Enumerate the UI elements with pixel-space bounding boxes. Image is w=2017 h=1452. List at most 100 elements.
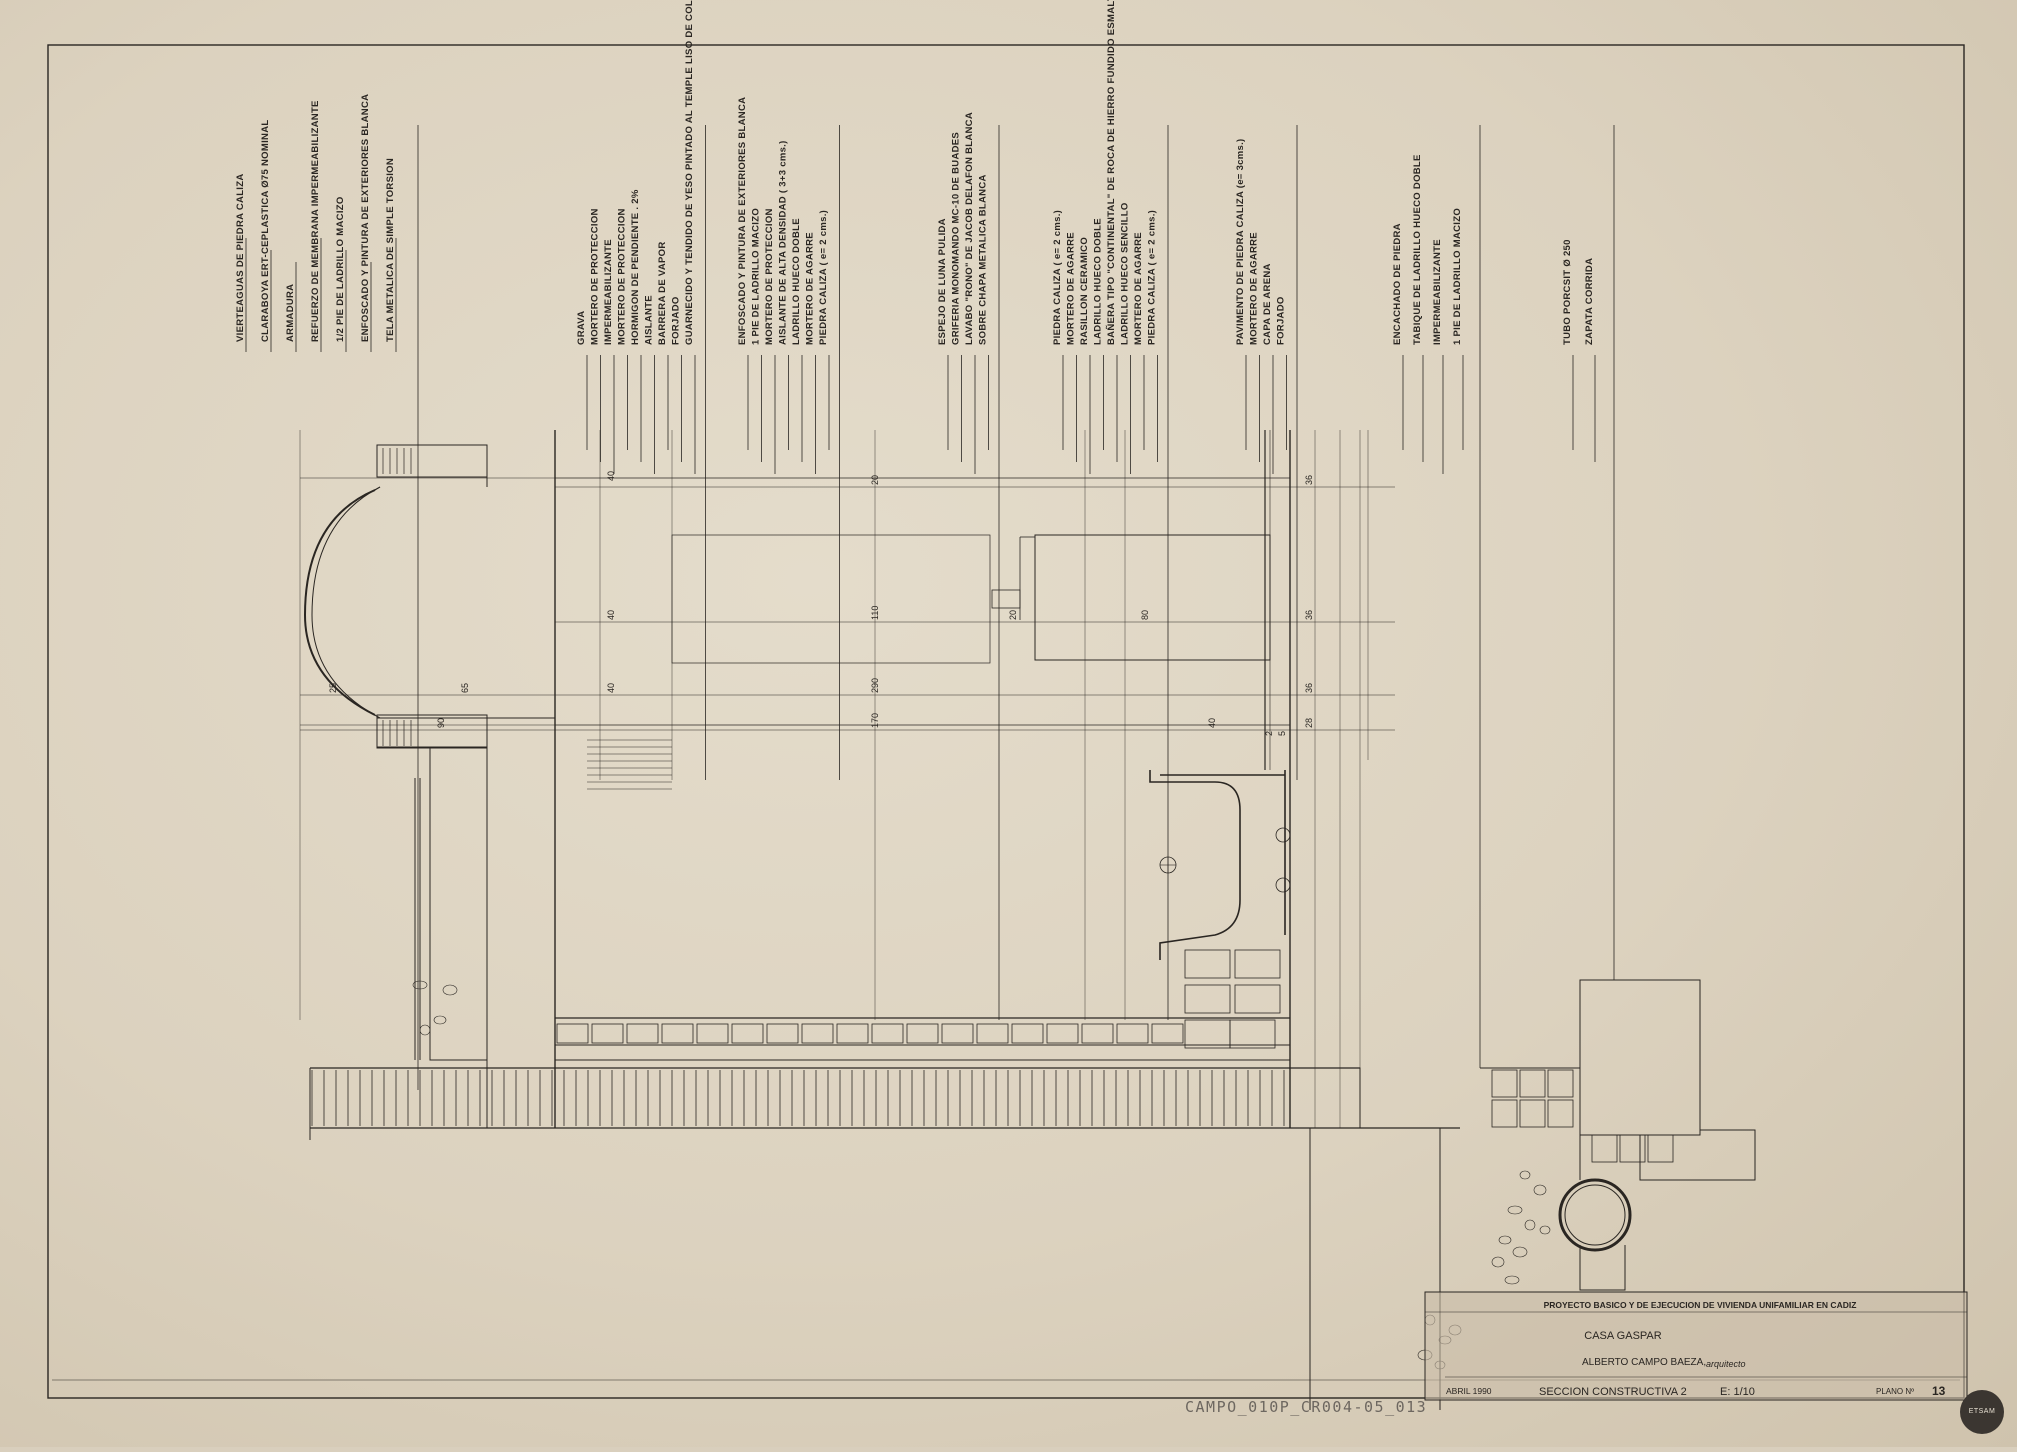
dim-40c: 40 (606, 683, 616, 693)
material-label: GUARNECIDO Y TENDIDO DE YESO PINTADO AL … (684, 0, 695, 345)
floor-brick (801, 1023, 834, 1044)
roof-slab (555, 430, 1291, 1128)
title-drawing-title: SECCION CONSTRUCTIVA 2 (1539, 1386, 1687, 1398)
material-label: MORTERO DE AGARRE (1249, 232, 1260, 345)
floor-brick (661, 1023, 694, 1044)
dim-2: 2 (1264, 731, 1274, 736)
gravel-pebble (1504, 1275, 1520, 1285)
material-label: LADRILLO HUECO SENCILLO (1120, 202, 1131, 345)
material-label: ESPEJO DE LUNA PULIDA (937, 218, 948, 345)
dim-80: 80 (1140, 610, 1150, 620)
material-label: FORJADO (1276, 296, 1287, 345)
material-label: BARRERA DE VAPOR (657, 241, 668, 345)
foundation-brick (1591, 1134, 1618, 1163)
dim-170: 170 (870, 713, 880, 728)
foundation-brick (1547, 1099, 1574, 1128)
dim-65: 65 (460, 683, 470, 693)
floor-brick (731, 1023, 764, 1044)
tub-brick (1234, 949, 1281, 979)
material-label: ARMADURA (285, 284, 296, 342)
slab-hatching (587, 739, 672, 790)
floor-brick (976, 1023, 1009, 1044)
material-label: LADRILLO HUECO DOBLE (1093, 218, 1104, 345)
floor-brick (1151, 1023, 1184, 1044)
dim-25: 25 (328, 683, 338, 693)
floor-slab (309, 979, 1756, 1410)
dim-5: 5 (1277, 731, 1287, 736)
archive-stamp-icon: ETSAM (1960, 1390, 2004, 1434)
material-label: TABIQUE DE LADRILLO HUECO DOBLE (1412, 154, 1423, 345)
title-scale: E: 1/10 (1720, 1386, 1755, 1398)
material-label: PAVIMENTO DE PIEDRA CALIZA (e= 3cms.) (1235, 139, 1246, 346)
archive-code: CAMPO_010P_CR004-05_013 (1185, 1398, 1428, 1416)
dim-90: 90 (436, 718, 446, 728)
title-sheet-number: 13 (1932, 1384, 1946, 1398)
gravel-pebble (419, 1024, 431, 1036)
material-label: MORTERO DE PROTECCION (590, 208, 601, 345)
floor-brick (696, 1023, 729, 1044)
floor-brick (1116, 1023, 1149, 1044)
floor-brick (556, 1023, 589, 1044)
bathtub-masonry (1184, 949, 1674, 1163)
dim-36c: 36 (1304, 683, 1314, 693)
foundation-brick (1547, 1069, 1574, 1098)
material-label: IMPERMEABILIZANTE (1432, 239, 1443, 345)
dim-36a: 36 (1304, 475, 1314, 485)
dim-110: 110 (870, 606, 880, 620)
material-label: RASILLON CERAMICO (1079, 237, 1090, 345)
floor-brick-course (311, 1023, 1285, 1126)
material-label: BAÑERA TIPO "CONTINENTAL" DE ROCA DE HIE… (1106, 0, 1117, 345)
foundation-brick (1491, 1069, 1518, 1098)
title-date: ABRIL 1990 (1446, 1386, 1492, 1396)
title-house-name: CASA GASPAR (1584, 1330, 1661, 1342)
gravel-pebble (433, 1015, 447, 1025)
gravel-pebble (1498, 1235, 1512, 1245)
material-label: ENCACHADO DE PIEDRA (1392, 223, 1403, 345)
gravel-pebble (1507, 1205, 1523, 1215)
material-label: ENFOSCADO Y PINTURA DE EXTERIORES BLANCA (360, 94, 371, 342)
floor-brick (941, 1023, 974, 1044)
gravel-pebble (1512, 1246, 1528, 1258)
dim-20b: 20 (1008, 610, 1018, 620)
material-label: 1 PIE DE LADRILLO MACIZO (751, 208, 762, 345)
material-label: MORTERO DE PROTECCION (617, 208, 628, 345)
floor-brick (871, 1023, 904, 1044)
dim-40a: 40 (606, 471, 616, 481)
floor-brick (766, 1023, 799, 1044)
dimension-lines (300, 486, 1395, 731)
gravel-pebble (412, 980, 428, 990)
dimension-texts: 40 20 36 40 110 20 80 36 25 65 40 290 36… (328, 471, 1314, 736)
material-label: PIEDRA CALIZA ( e= 2 cms.) (1147, 210, 1158, 345)
skylight-assembly (300, 430, 556, 1129)
dim-290: 290 (870, 678, 880, 693)
gravel-pebble (1524, 1219, 1536, 1231)
floor-brick (591, 1023, 624, 1044)
material-label: CAPA DE ARENA (1262, 263, 1273, 345)
tub-brick (1184, 1019, 1231, 1049)
dim-28: 28 (1304, 718, 1314, 728)
foundation-brick (1519, 1099, 1546, 1128)
gravel-pebble (1539, 1225, 1551, 1235)
floor-brick (836, 1023, 869, 1044)
material-label: ZAPATA CORRIDA (1584, 258, 1595, 345)
material-label: TUBO PORCSIT Ø 250 (1562, 239, 1573, 345)
dim-40b: 40 (606, 610, 616, 620)
material-label: MORTERO DE AGARRE (805, 232, 816, 345)
material-label: AISLANTE (644, 295, 655, 345)
floor-brick (1011, 1023, 1044, 1044)
material-label: MORTERO DE PROTECCION (764, 208, 775, 345)
tub-brick (1234, 984, 1281, 1014)
floor-brick (626, 1023, 659, 1044)
material-label: CLARABOYA ERT-CEPLASTICA Ø75 NOMINAL (260, 120, 271, 342)
foundation-brick (1619, 1134, 1646, 1163)
gravel-pebble (1491, 1256, 1505, 1268)
material-label: AISLANTE DE ALTA DENSIDAD ( 3+3 cms.) (778, 140, 789, 345)
material-label: 1 PIE DE LADRILLO MACIZO (1452, 208, 1463, 345)
material-label: REFUERZO DE MEMBRANA IMPERMEABILIZANTE (310, 100, 321, 342)
dim-20: 20 (870, 475, 880, 485)
title-architect-role: arquitecto (1706, 1359, 1746, 1369)
material-label: SOBRE CHAPA METALICA BLANCA (978, 174, 989, 345)
dim-36b: 36 (1304, 610, 1314, 620)
